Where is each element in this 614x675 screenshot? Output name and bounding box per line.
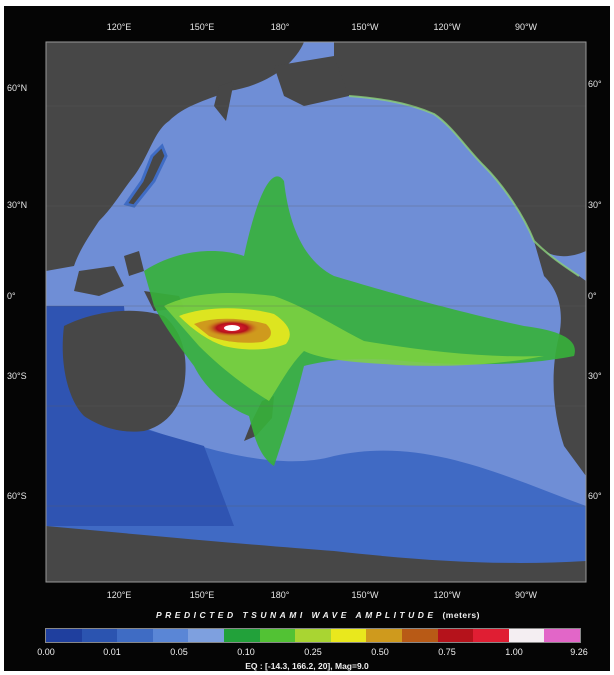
- colorbar-segment: [259, 629, 296, 642]
- graticule: [46, 105, 586, 507]
- southern-ocean: [46, 386, 586, 582]
- colorbar-segment: [330, 629, 367, 642]
- colorbar-label: 0.50: [371, 647, 389, 657]
- map-canvas: [45, 41, 587, 583]
- colorbar-segment: [188, 629, 224, 642]
- bottom-axis-label: 90°W: [514, 590, 538, 600]
- colorbar-segment: [152, 629, 189, 642]
- colorbar-label: 0.00: [37, 647, 55, 657]
- right-axis-label: 60°: [588, 491, 602, 501]
- right-axis-label: 30°: [588, 371, 602, 381]
- bottom-axis-label: 120°E: [106, 590, 132, 600]
- left-axis-label: 0°: [7, 291, 16, 301]
- colorbar-segment: [473, 629, 509, 642]
- epicenter-core: [224, 325, 240, 331]
- map-border: [45, 41, 587, 583]
- land-alaska: [274, 56, 349, 106]
- left-axis-label: 30°N: [7, 200, 28, 210]
- colorbar-segment: [81, 629, 118, 642]
- bottom-axis-label: 180°: [270, 590, 290, 600]
- legend-units: (meters): [442, 610, 480, 620]
- land-australia: [62, 310, 186, 432]
- colorbar: [45, 628, 581, 643]
- colorbar-segment: [117, 629, 153, 642]
- top-axis-label: 120°E: [106, 22, 132, 32]
- top-axis-label: 120°W: [433, 22, 461, 32]
- colorbar-segment: [508, 629, 545, 642]
- right-axis-label: 0°: [588, 291, 597, 301]
- land-antarctica: [46, 526, 586, 582]
- top-axis-label: 150°E: [189, 22, 215, 32]
- tsunami-map-figure: 120°E 150°E 180° 150°W 120°W 90°W 120°E …: [4, 6, 610, 671]
- colorbar-label: 9.26: [570, 647, 588, 657]
- right-axis-label: 30°: [588, 200, 602, 210]
- legend-title-text: PREDICTED TSUNAMI WAVE AMPLITUDE: [155, 610, 437, 620]
- top-axis-label: 90°W: [514, 22, 538, 32]
- wave-field-green: [144, 176, 575, 467]
- colorbar-label: 1.00: [505, 647, 523, 657]
- land-japan: [123, 143, 168, 208]
- earthquake-caption: EQ : [-14.3, 166.2, 20], Mag=9.0: [245, 661, 369, 671]
- colorbar-segment: [295, 629, 331, 642]
- colorbar-label: 0.10: [237, 647, 255, 657]
- colorbar-segment: [46, 629, 82, 642]
- colorbar-segment: [366, 629, 402, 642]
- colorbar-segment: [223, 629, 260, 642]
- colorbar-label: 0.25: [304, 647, 322, 657]
- land-kamchatka: [214, 81, 234, 121]
- bottom-axis-label: 150°E: [189, 590, 215, 600]
- land-north-america: [334, 42, 586, 257]
- left-axis-label: 60°S: [7, 491, 27, 501]
- colorbar-label: 0.01: [103, 647, 121, 657]
- bottom-axis-label: 120°W: [433, 590, 461, 600]
- top-axis-label: 180°: [270, 22, 290, 32]
- colorbar-segment: [437, 629, 474, 642]
- left-axis-label: 60°N: [7, 83, 28, 93]
- land-asia: [46, 42, 304, 271]
- colorbar-label: 0.75: [438, 647, 456, 657]
- left-axis-label: 30°S: [7, 371, 27, 381]
- legend-title: PREDICTED TSUNAMI WAVE AMPLITUDE (meters…: [44, 610, 592, 620]
- bottom-axis-label: 150°W: [351, 590, 379, 600]
- colorbar-label: 0.05: [170, 647, 188, 657]
- colorbar-segment: [401, 629, 438, 642]
- coast-glow: [348, 95, 580, 277]
- top-axis-label: 150°W: [351, 22, 379, 32]
- colorbar-segment: [544, 629, 580, 642]
- right-axis-label: 60°: [588, 79, 602, 89]
